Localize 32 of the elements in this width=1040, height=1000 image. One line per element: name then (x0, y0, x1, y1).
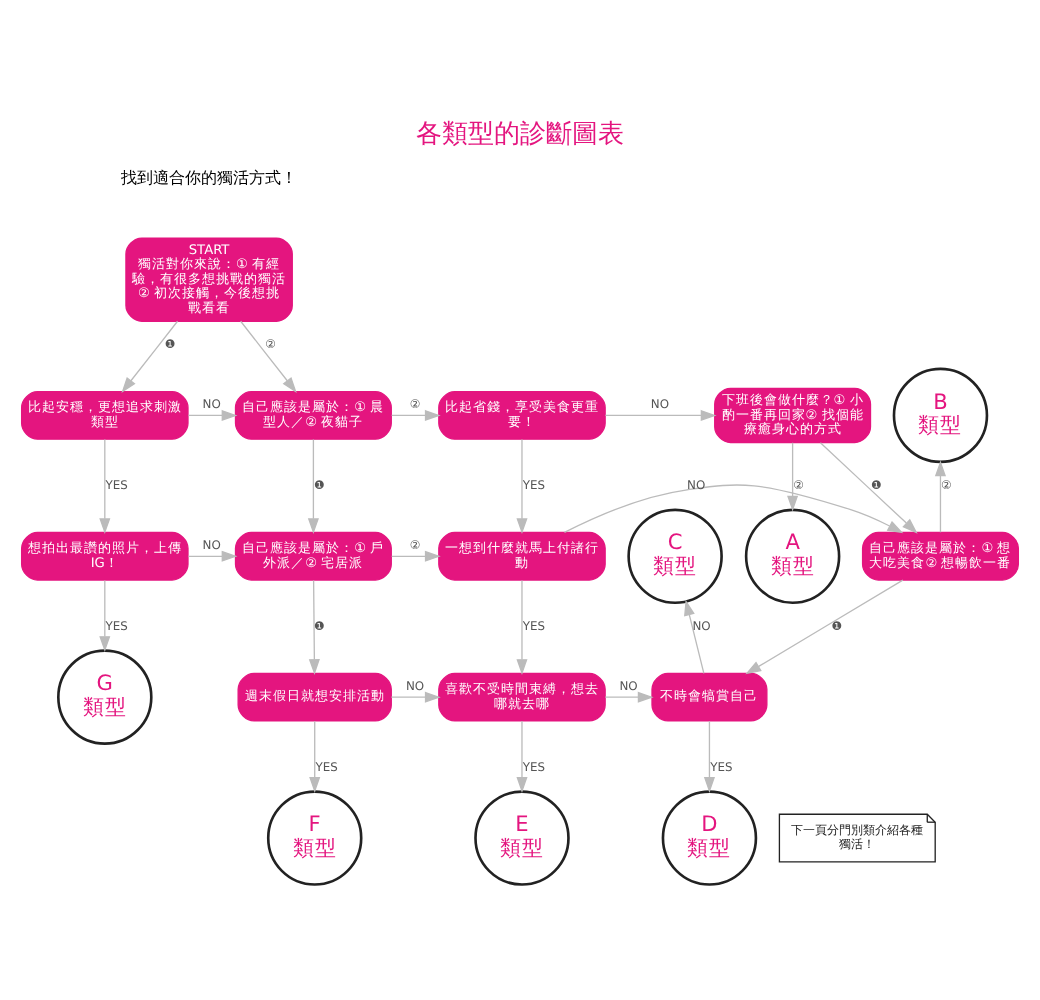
arrow (240, 320, 297, 393)
arrow (309, 720, 321, 793)
arrow (516, 438, 528, 535)
arrow (684, 599, 705, 675)
arrow (99, 438, 111, 535)
arrow (604, 409, 717, 421)
arrow (703, 720, 715, 793)
arrow (187, 409, 238, 421)
node-circle: A 類型 (744, 508, 841, 605)
arrow (516, 579, 528, 675)
arrow (745, 579, 904, 675)
arrow (391, 550, 441, 562)
arrow (604, 691, 654, 703)
arrow (819, 442, 918, 534)
arrow (391, 409, 441, 421)
node-circle: D 類型 (661, 790, 758, 886)
arrow (934, 460, 947, 533)
arrow (787, 442, 799, 512)
node-circle: C 類型 (627, 508, 723, 605)
diagram-title: 各類型的診斷圖表 (416, 119, 624, 150)
arrow (563, 484, 904, 534)
node-circle: B 類型 (892, 367, 989, 464)
arrow (187, 550, 238, 562)
arrow (99, 579, 111, 653)
node-circle: E 類型 (474, 790, 570, 886)
arrow (390, 691, 441, 703)
node-circle: F 類型 (266, 790, 363, 886)
arrow (516, 720, 528, 793)
node-circle: G 類型 (57, 649, 153, 745)
arrow (308, 579, 320, 675)
arrow (307, 438, 319, 535)
arrow (121, 320, 179, 393)
